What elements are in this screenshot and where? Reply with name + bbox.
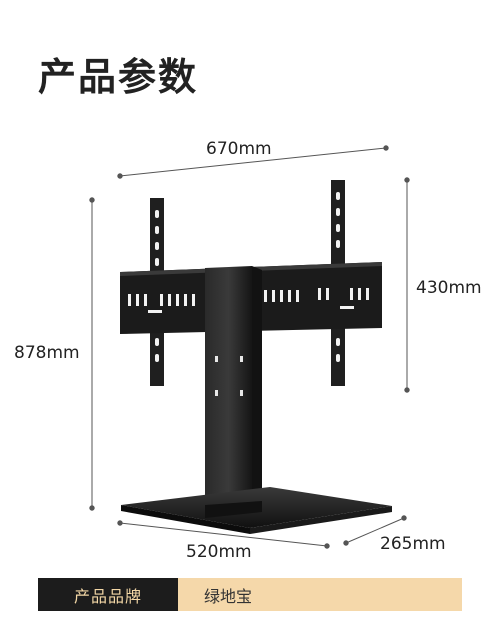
dimension-base-width: 520mm <box>186 542 252 562</box>
dimension-lines <box>89 145 410 549</box>
spec-label: 产品品牌 <box>38 578 178 611</box>
dimension-base-depth: 265mm <box>380 534 446 554</box>
page-title: 产品参数 <box>38 55 199 99</box>
dimension-total-height: 878mm <box>14 343 80 363</box>
dimension-top-width: 670mm <box>206 139 272 159</box>
central-column <box>205 266 262 518</box>
spec-row-brand: 产品品牌 绿地宝 <box>38 578 462 611</box>
dimension-bracket-height: 430mm <box>416 278 482 298</box>
spec-value: 绿地宝 <box>178 578 462 611</box>
glass-base <box>121 487 392 534</box>
